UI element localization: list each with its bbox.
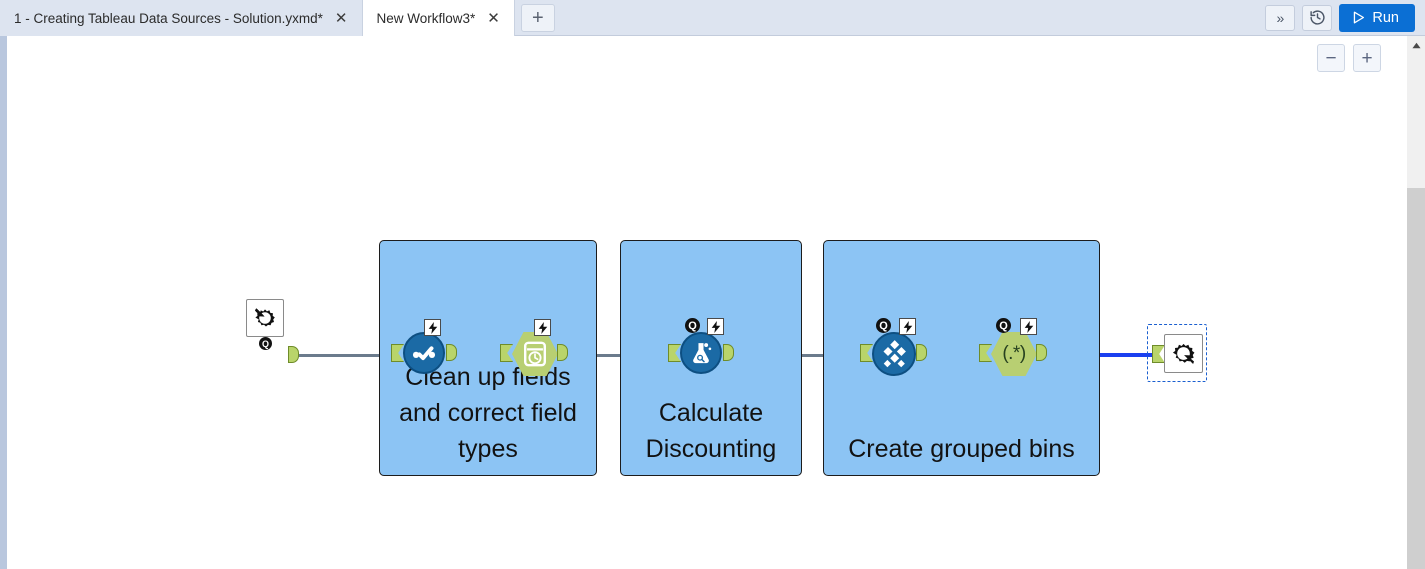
scroll-up-arrow-icon[interactable] <box>1407 36 1425 54</box>
amp-engine-badge <box>534 319 551 336</box>
badge-label: Q <box>879 319 888 332</box>
input-anchor[interactable] <box>500 344 513 362</box>
select-tool[interactable] <box>391 319 457 374</box>
zoom-in-button[interactable]: + <box>1353 44 1381 72</box>
multi-field-formula-tool[interactable]: Q <box>860 318 927 376</box>
history-icon[interactable] <box>1302 4 1333 31</box>
formula-flask-icon[interactable] <box>680 332 722 374</box>
macro-output-gear-icon[interactable] <box>1164 334 1203 373</box>
run-button[interactable]: Run <box>1339 3 1415 32</box>
check-dots-icon <box>412 346 436 361</box>
container-label: Clean up fields and correct field types <box>399 363 577 463</box>
amp-engine-badge <box>707 318 724 335</box>
formula-tool[interactable]: Q <box>668 318 734 374</box>
clock-icon <box>523 341 547 367</box>
select-checkmark-icon[interactable] <box>403 332 445 374</box>
datetime-tool[interactable] <box>500 319 568 376</box>
container-label: Create grouped bins <box>848 435 1075 463</box>
new-tab-button[interactable]: + <box>520 4 555 32</box>
question-badge[interactable]: Q <box>996 318 1011 333</box>
lightning-bolt-icon <box>538 321 547 334</box>
zoom-out-button[interactable]: − <box>1317 44 1345 72</box>
scrollbar-thumb[interactable] <box>1407 54 1425 188</box>
output-anchor[interactable] <box>557 344 568 361</box>
macro-input-gear-icon[interactable] <box>246 299 284 337</box>
question-badge[interactable]: Q <box>259 337 272 350</box>
canvas-surface[interactable]: − + Clean up fields and correct field ty… <box>7 36 1407 569</box>
play-icon <box>1354 11 1365 24</box>
gear-arrow-out-icon <box>1172 343 1195 365</box>
tab-creating-tableau-data-sources[interactable]: 1 - Creating Tableau Data Sources - Solu… <box>0 0 363 36</box>
overflow-chevron-icon[interactable]: » <box>1265 4 1296 31</box>
input-anchor[interactable] <box>979 344 992 362</box>
badge-label: Q <box>999 319 1008 332</box>
output-anchor[interactable] <box>723 344 734 361</box>
amp-engine-badge <box>1020 318 1037 335</box>
lightning-bolt-icon <box>903 320 912 333</box>
lightning-bolt-icon <box>711 320 720 333</box>
lightning-bolt-icon <box>428 321 437 334</box>
gear-arrow-in-icon <box>254 308 275 327</box>
vertical-scrollbar[interactable] <box>1407 36 1425 569</box>
overflow-label: » <box>1276 9 1285 26</box>
canvas-zoom-controls: − + <box>1317 44 1381 72</box>
flask-icon <box>693 343 712 364</box>
question-badge[interactable]: Q <box>685 318 700 333</box>
question-badge[interactable]: Q <box>876 318 891 333</box>
run-label: Run <box>1372 9 1399 26</box>
macro-input-tool[interactable]: Q <box>246 299 299 363</box>
output-anchor[interactable] <box>446 344 457 361</box>
badge-label: Q <box>261 338 269 349</box>
diamond-grid-icon <box>883 340 906 368</box>
selection-outline <box>1147 324 1207 382</box>
datetime-clock-icon[interactable] <box>512 332 558 376</box>
canvas-left-rail <box>0 36 7 569</box>
tab-bar: 1 - Creating Tableau Data Sources - Solu… <box>0 0 1425 36</box>
chevron-up-icon <box>1411 42 1421 48</box>
container-label: Calculate Discounting <box>645 399 777 463</box>
tab-close-icon[interactable]: ✕ <box>334 9 348 27</box>
wire-formula-to-multifield[interactable] <box>720 354 884 357</box>
output-anchor[interactable] <box>916 344 927 361</box>
tab-label: 1 - Creating Tableau Data Sources - Solu… <box>14 10 323 26</box>
tab-bar-actions: » Run <box>1265 0 1425 35</box>
tab-label: New Workflow3* <box>376 10 476 26</box>
regex-pattern-label: (.*) <box>1002 343 1026 364</box>
multi-field-diamond-icon[interactable] <box>872 332 916 376</box>
output-anchor[interactable] <box>1036 344 1047 361</box>
wire-input-to-select[interactable] <box>295 354 410 357</box>
tab-new-workflow3[interactable]: New Workflow3* ✕ <box>362 0 515 36</box>
badge-label: Q <box>688 319 697 332</box>
amp-engine-badge <box>899 318 916 335</box>
amp-engine-badge <box>424 319 441 336</box>
regex-icon[interactable]: (.*) <box>991 332 1037 376</box>
tab-close-icon[interactable]: ✕ <box>487 9 500 27</box>
lightning-bolt-icon <box>1024 320 1033 333</box>
workflow-canvas[interactable]: − + Clean up fields and correct field ty… <box>0 36 1425 569</box>
output-anchor[interactable] <box>288 346 299 363</box>
regex-tool[interactable]: (.*) Q <box>979 318 1047 376</box>
